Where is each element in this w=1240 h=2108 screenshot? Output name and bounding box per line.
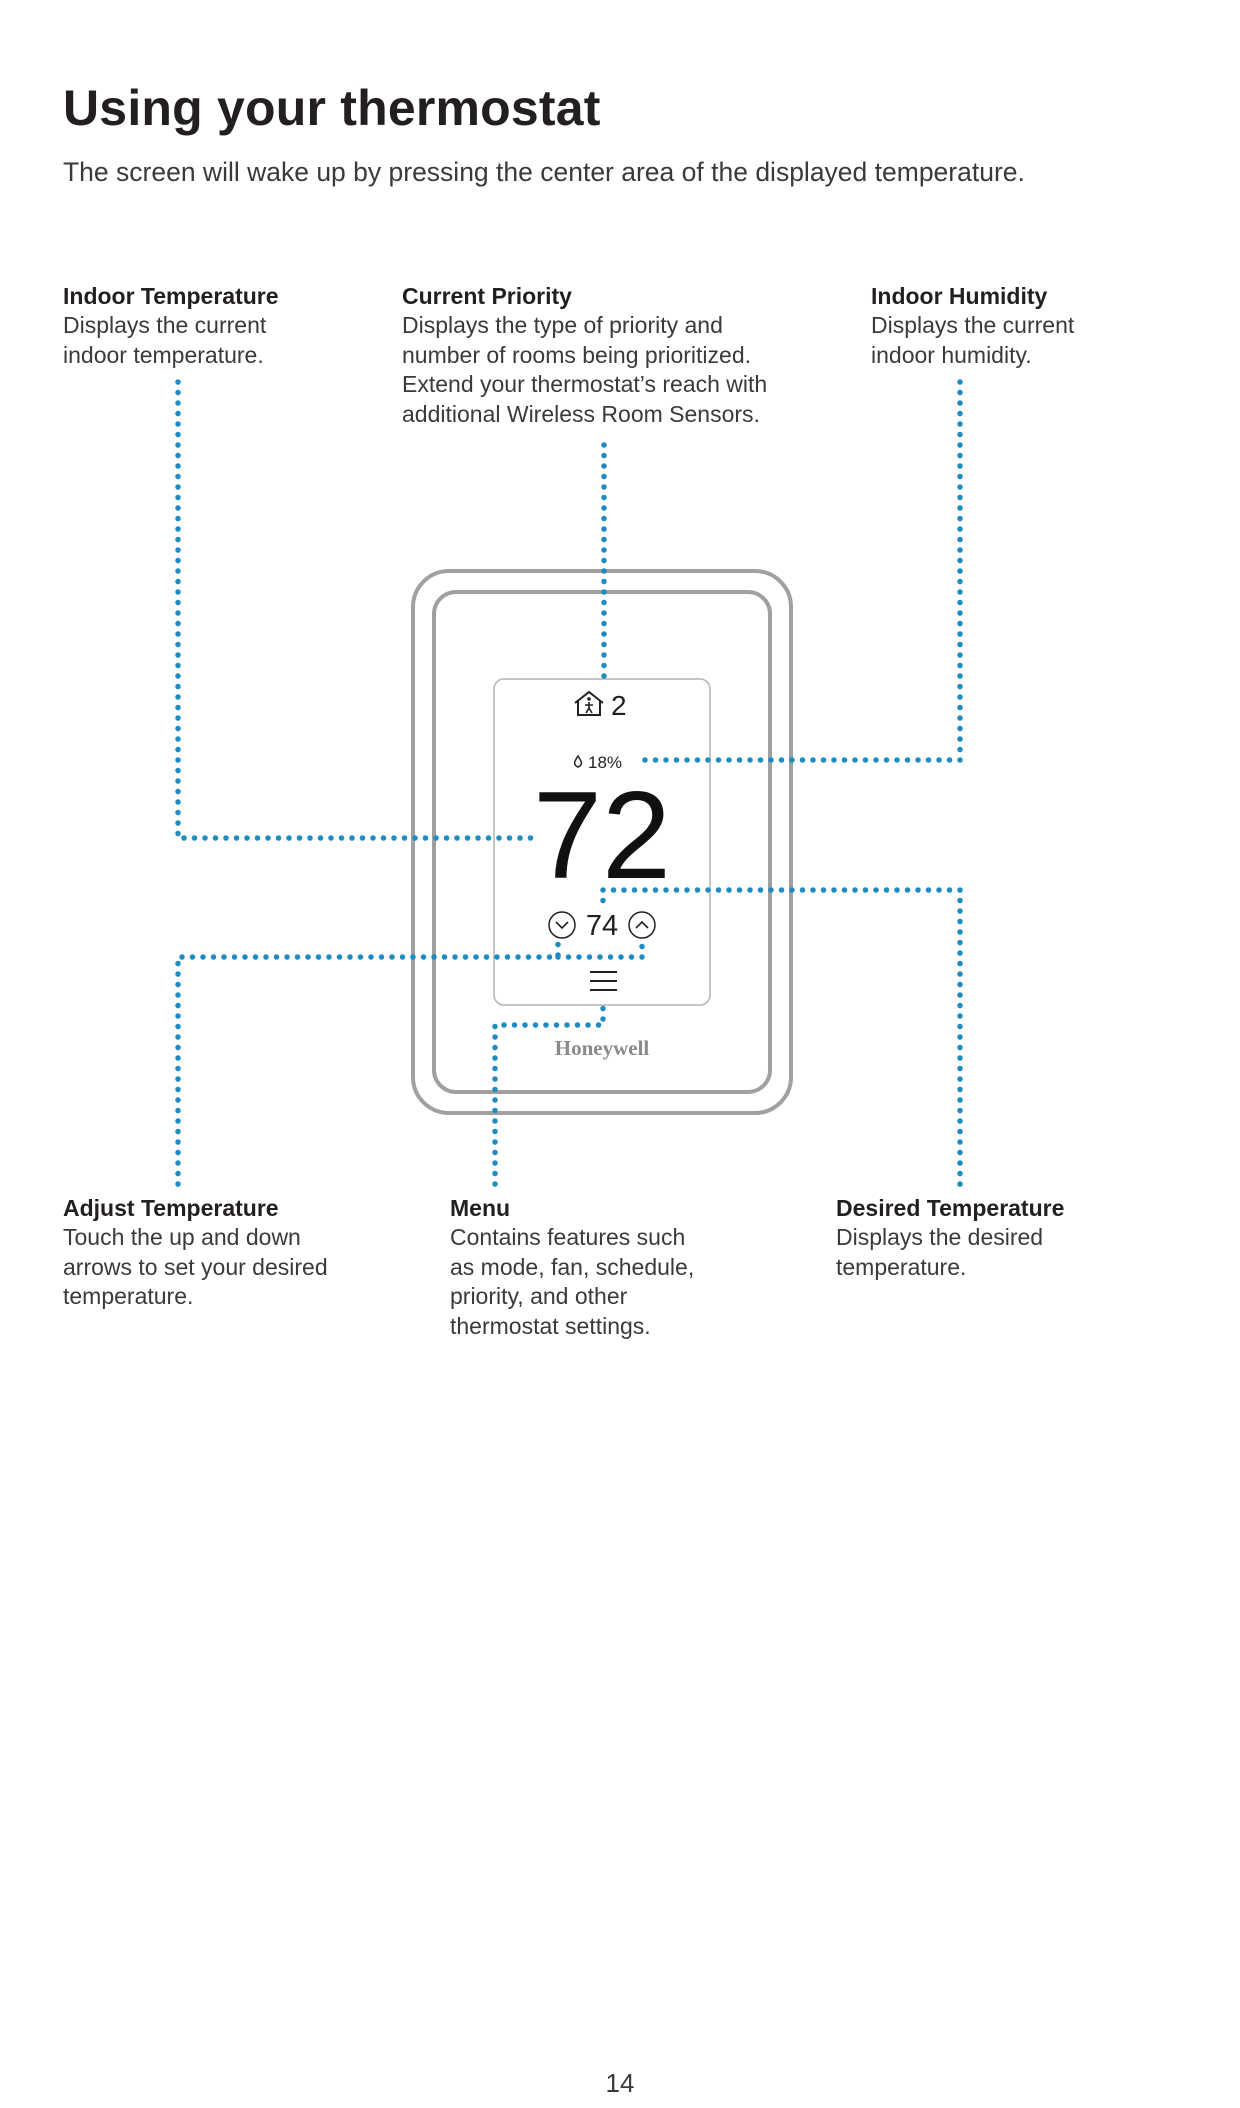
callout-desc-line: temperature. (63, 1283, 194, 1309)
callout-title: Indoor Humidity (871, 283, 1048, 309)
chevron-down-circle-icon[interactable] (548, 911, 576, 939)
callout-desc-line: Displays the type of priority and (402, 312, 723, 338)
callout-desc-line: Displays the current (63, 312, 267, 338)
callout-title: Desired Temperature (836, 1195, 1065, 1221)
callout-leader-lines (175, 379, 963, 1187)
callout-desc-line: Touch the up and down (63, 1224, 301, 1250)
page-number: 14 (605, 2068, 635, 2098)
callout-desc-line: as mode, fan, schedule, (450, 1253, 695, 1280)
page-subtitle: The screen will wake up by pressing the … (63, 157, 1025, 187)
callout-desc-line: additional Wireless Room Sensors. (402, 400, 760, 427)
chevron-up-circle-icon[interactable] (628, 911, 656, 939)
hamburger-menu-icon[interactable] (590, 971, 617, 991)
callout-desired-temperature: Desired Temperature Displays the desired… (836, 1193, 1064, 1282)
leader-adjust-temperature-down (175, 941, 561, 1187)
home-person-icon (574, 690, 604, 716)
leader-indoor-temperature (175, 379, 535, 841)
indoor-temperature-value[interactable]: 72 (533, 767, 671, 905)
humidity-value: 18% (588, 753, 622, 772)
callout-desc-line: priority, and other (450, 1283, 628, 1309)
callout-adjust-temperature: Adjust Temperature Touch the up and down… (63, 1193, 328, 1312)
callout-current-priority: Current Priority Displays the type of pr… (402, 281, 767, 429)
leader-desired-temperature (600, 887, 963, 1187)
desired-temperature-value: 74 (586, 910, 618, 942)
brand-logo: Honeywell (555, 1036, 650, 1060)
callout-desc-line: Displays the desired (836, 1224, 1044, 1250)
callout-desc-line: Extend your thermostat’s reach with (402, 371, 768, 397)
callout-desc-line: indoor temperature. (63, 341, 264, 368)
callout-desc-line: arrows to set your desired (63, 1253, 328, 1280)
droplet-icon (573, 754, 583, 768)
callout-desc-line: indoor humidity. (871, 341, 1032, 368)
leader-indoor-humidity (635, 379, 963, 763)
callout-desc-line: Contains features such (450, 1224, 686, 1250)
priority-room-count: 2 (611, 690, 627, 721)
callout-indoor-temperature: Indoor Temperature Displays the current … (63, 281, 279, 370)
callout-title: Adjust Temperature (63, 1195, 279, 1221)
callout-desc-line: temperature. (836, 1253, 967, 1280)
callout-title: Current Priority (402, 283, 572, 309)
callout-menu: Menu Contains features such as mode, fan… (450, 1193, 694, 1341)
leader-adjust-temperature-up (555, 940, 645, 960)
callout-indoor-humidity: Indoor Humidity Displays the current ind… (871, 281, 1074, 370)
callout-desc-line: number of rooms being prioritized. (402, 341, 751, 368)
callout-title: Indoor Temperature (63, 283, 279, 309)
callout-title: Menu (450, 1195, 511, 1221)
page-title: Using your thermostat (63, 80, 601, 136)
callout-desc-line: Displays the current (871, 312, 1075, 338)
callout-desc-line: thermostat settings. (450, 1312, 651, 1339)
